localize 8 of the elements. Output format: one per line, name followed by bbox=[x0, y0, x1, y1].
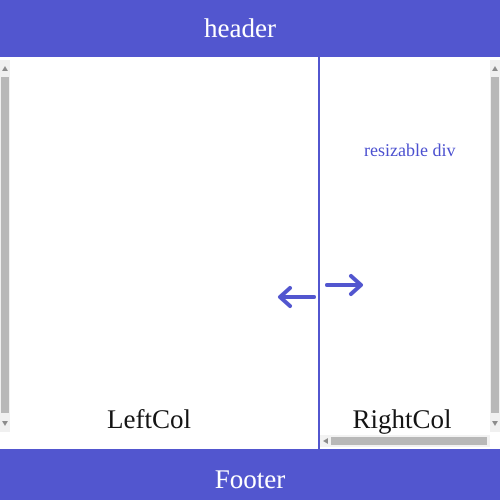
column-title: RightCol bbox=[352, 406, 452, 433]
column-caption: resizable div bbox=[364, 141, 456, 159]
right-column-panel bbox=[318, 57, 500, 449]
footer-bar bbox=[0, 449, 500, 500]
footer-title: Footer bbox=[214, 466, 286, 493]
header-title: header bbox=[204, 15, 276, 42]
column-title: LeftCol bbox=[107, 406, 191, 433]
header-bar bbox=[0, 0, 500, 57]
